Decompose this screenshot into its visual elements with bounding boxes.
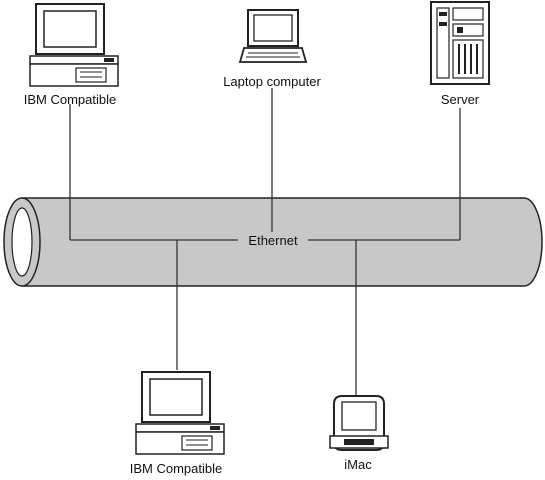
connection-lines [69, 88, 461, 396]
node-label-ibm-top: IBM Compatible [24, 92, 116, 107]
server-tower-icon [430, 1, 490, 85]
imac-icon [329, 395, 389, 451]
node-label-laptop: Laptop computer [223, 74, 321, 89]
desktop-pc-icon [135, 371, 225, 455]
ethernet-label: Ethernet [248, 233, 298, 248]
laptop-icon [238, 9, 308, 63]
desktop-pc-icon [29, 3, 119, 87]
node-label-ibm-bottom: IBM Compatible [130, 461, 222, 476]
node-label-server: Server [441, 92, 480, 107]
ethernet-cable [3, 197, 543, 287]
node-label-imac: iMac [344, 457, 372, 472]
